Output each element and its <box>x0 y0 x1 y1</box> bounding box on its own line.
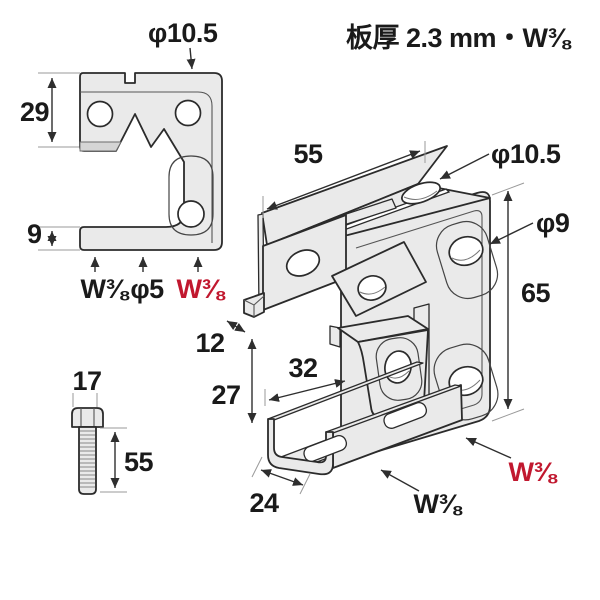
bolt-head <box>71 407 104 428</box>
bolt-shaft <box>78 426 97 495</box>
iso-front-lip-tab-fold <box>243 295 265 317</box>
fv-fold-edge-band <box>79 141 122 152</box>
fv-dimple-capsule <box>168 155 214 236</box>
iso-dimple-top <box>435 220 499 300</box>
iso-dim-65-ticks <box>491 182 525 422</box>
bolt-dim-55-ext <box>100 427 127 493</box>
fv-extension-lines <box>38 72 80 251</box>
iso-dim-65-label: 65 <box>521 278 551 308</box>
iso-dim-12-line <box>226 320 246 333</box>
fv-label-hole-small: φ5 <box>130 274 164 304</box>
iso-tongue-sloped-hole-arc <box>359 286 386 295</box>
iso-dim-55-label: 55 <box>293 139 323 169</box>
fv-inner-fold-line <box>80 91 213 243</box>
iso-hole-side-top-arc <box>451 249 481 261</box>
iso-label-thread-side: W⅜ <box>508 457 557 487</box>
iso-dim-hole-top-label: φ10.5 <box>491 139 561 169</box>
page-title: 板厚 2.3 mm・W⅜ <box>346 23 572 53</box>
fv-dim-hole-top-label: φ10.5 <box>148 18 218 48</box>
fv-label-thread-right: W⅜ <box>176 274 225 304</box>
iso-channel-slot-front <box>303 434 348 462</box>
iso-dim-hole-top-leader <box>439 153 490 180</box>
iso-dim-hole-side-label: φ9 <box>536 208 570 238</box>
fv-hole-top-left <box>86 100 114 128</box>
iso-tongue-shelf <box>337 315 429 343</box>
iso-channel-slot-rear <box>383 401 428 429</box>
bolt-dim-17-ticks <box>72 393 98 407</box>
iso-dim-55-ticks <box>262 141 426 218</box>
iso-dim-12-label: 12 <box>195 328 224 358</box>
iso-label-thread-bottom-leader <box>380 469 420 492</box>
bolt-dim-17-label: 17 <box>72 366 101 396</box>
iso-dim-32-line <box>268 379 346 402</box>
fv-dim-29-label: 29 <box>20 97 50 127</box>
iso-view: 55 φ10.5 φ9 65 12 27 32 24 W⅜ W⅜ <box>195 139 570 519</box>
iso-dim-27-label: 27 <box>211 380 240 410</box>
iso-dim-32-label: 32 <box>288 353 317 383</box>
bolt-view: 17 55 <box>71 366 154 495</box>
iso-channel-front-profile <box>267 418 334 476</box>
iso-tongue-hole-arc <box>387 370 410 379</box>
bolt-dim-55-label: 55 <box>124 447 154 477</box>
iso-tongue-shelf-lip <box>329 325 341 348</box>
iso-label-thread-side-leader <box>465 437 512 459</box>
iso-dim-55-line <box>266 150 421 210</box>
iso-dim-24-label: 24 <box>249 488 279 518</box>
iso-tongue-dimple <box>375 337 423 401</box>
iso-dim-hole-side-leader <box>489 222 534 245</box>
front-view: φ10.5 29 9 W⅜ φ5 W⅜ <box>20 18 226 304</box>
fv-dim-hole-top-arrow <box>186 47 196 70</box>
bolt-head-facets <box>80 408 95 427</box>
bolt-threads <box>80 430 95 488</box>
fv-dim-9-label: 9 <box>27 219 42 249</box>
iso-dim-24-ticks <box>251 456 311 495</box>
iso-back-plate-inner-line <box>355 210 483 439</box>
iso-label-thread-bottom: W⅜ <box>413 489 462 519</box>
iso-hole-side-top <box>448 235 484 267</box>
fv-hole-top-right <box>174 99 202 127</box>
fv-hole-bottom <box>177 200 205 228</box>
iso-dim-24-line <box>260 469 304 486</box>
iso-left-wall-hole <box>285 249 321 277</box>
fv-label-thread-left: W⅜ <box>80 274 129 304</box>
